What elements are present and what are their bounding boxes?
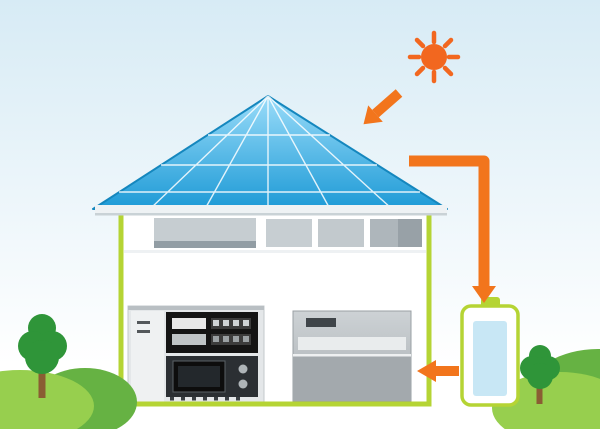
eave-shadow <box>95 213 447 216</box>
tiny-button <box>192 397 196 401</box>
arrow-shaft <box>409 155 490 288</box>
sun-core <box>421 44 447 70</box>
second-floor-windows <box>266 219 422 247</box>
floor-divider <box>124 250 426 253</box>
sun-icon <box>407 30 461 84</box>
house-body <box>118 209 432 407</box>
tree-canopy <box>18 314 67 374</box>
cabinet-handle <box>137 330 150 333</box>
bush-light <box>0 370 94 429</box>
tiny-button <box>225 397 229 401</box>
panel-display <box>172 334 206 345</box>
panel-button <box>243 336 249 342</box>
tree-trunk <box>536 378 543 404</box>
dishwasher-handle <box>306 318 336 327</box>
panel-buttons <box>211 318 251 329</box>
built-in-oven <box>166 356 258 397</box>
panel-button <box>213 320 219 326</box>
arrow-head <box>417 360 436 382</box>
tree-trunk <box>38 356 46 398</box>
cabinet-handle <box>137 321 150 324</box>
oven-dial <box>238 364 248 374</box>
arrow-shaft <box>372 89 403 118</box>
oven-window-inner <box>178 366 220 387</box>
arrow-head <box>363 105 383 125</box>
kitchen-unit <box>127 305 265 404</box>
panel-button <box>223 336 229 342</box>
panel-buttons <box>211 334 251 345</box>
tree-canopy <box>520 345 560 389</box>
panel-button <box>233 320 239 326</box>
storage-battery <box>460 297 520 407</box>
kitchen-unit-top-edge <box>128 306 264 310</box>
tiny-button <box>170 397 174 401</box>
panel-button <box>213 336 219 342</box>
arrow-roof-to-battery <box>409 155 496 303</box>
range-hood-band <box>154 241 256 248</box>
left-vegetation <box>0 314 137 429</box>
solar-panel-grid <box>119 95 420 210</box>
arrow-battery-to-house <box>417 360 459 382</box>
eave-strip <box>95 205 447 213</box>
panel-display <box>172 318 206 329</box>
tiny-button <box>181 397 185 401</box>
cabinet-column <box>131 311 164 402</box>
window-pane <box>266 219 312 247</box>
oven-dial <box>238 379 248 389</box>
dishwasher <box>292 310 412 402</box>
dishwasher-door <box>293 354 411 401</box>
panel-button <box>243 320 249 326</box>
arrow-sun-to-roof <box>363 89 403 125</box>
sun-rays <box>407 30 461 84</box>
dishwasher-band <box>298 337 406 350</box>
arrow-head <box>472 286 496 303</box>
dishwasher-door-line <box>293 354 411 357</box>
window-pane-shaded <box>398 219 422 247</box>
range-hood-body <box>154 218 256 242</box>
panel-button <box>223 320 229 326</box>
bottom-button-row <box>170 397 240 401</box>
tree-icon-right <box>520 345 560 404</box>
roof-eave <box>95 205 447 216</box>
tiny-button <box>236 397 240 401</box>
tiny-button <box>203 397 207 401</box>
battery-cell <box>473 321 507 396</box>
tree-icon-left <box>18 314 67 398</box>
window-pane <box>318 219 364 247</box>
range-hood <box>154 218 256 248</box>
tiny-button <box>214 397 218 401</box>
panel-button <box>233 336 239 342</box>
